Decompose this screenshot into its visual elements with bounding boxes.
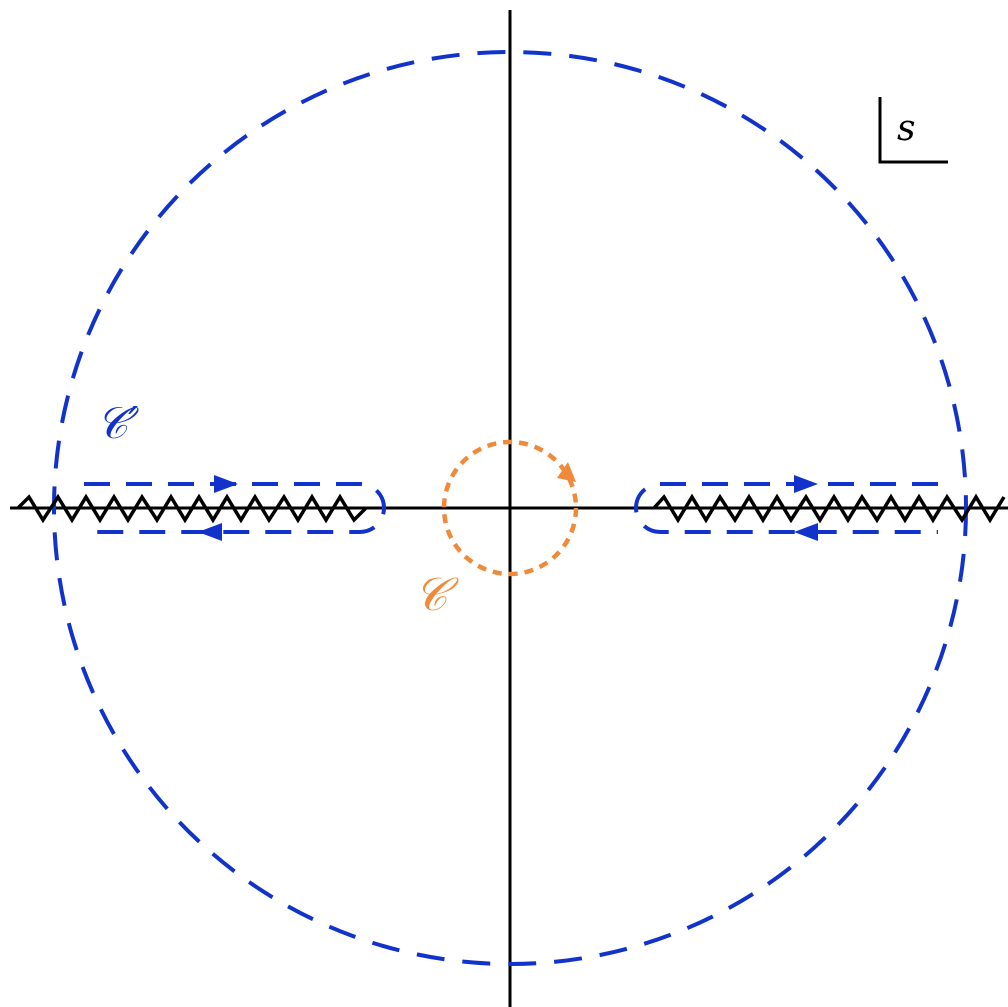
left-upper-arrow bbox=[214, 475, 238, 493]
right-branch-cut bbox=[652, 493, 1006, 524]
inner-contour-label: 𝒞 bbox=[414, 567, 459, 621]
plane-label-marker bbox=[878, 97, 948, 164]
left-branch-cut bbox=[16, 493, 368, 524]
inner-contour-arrow bbox=[557, 462, 576, 482]
right-keyhole-contour bbox=[634, 482, 938, 534]
left-keyhole-contour bbox=[84, 482, 386, 534]
right-lower-arrow bbox=[794, 523, 818, 541]
left-lower-arrow bbox=[198, 523, 222, 541]
outer-contour-label: 𝒞′ bbox=[96, 398, 139, 449]
plane-label: s bbox=[897, 108, 915, 149]
inner-contour-circle bbox=[441, 439, 579, 577]
outer-contour-circle bbox=[52, 50, 968, 966]
right-upper-arrow bbox=[794, 475, 818, 493]
